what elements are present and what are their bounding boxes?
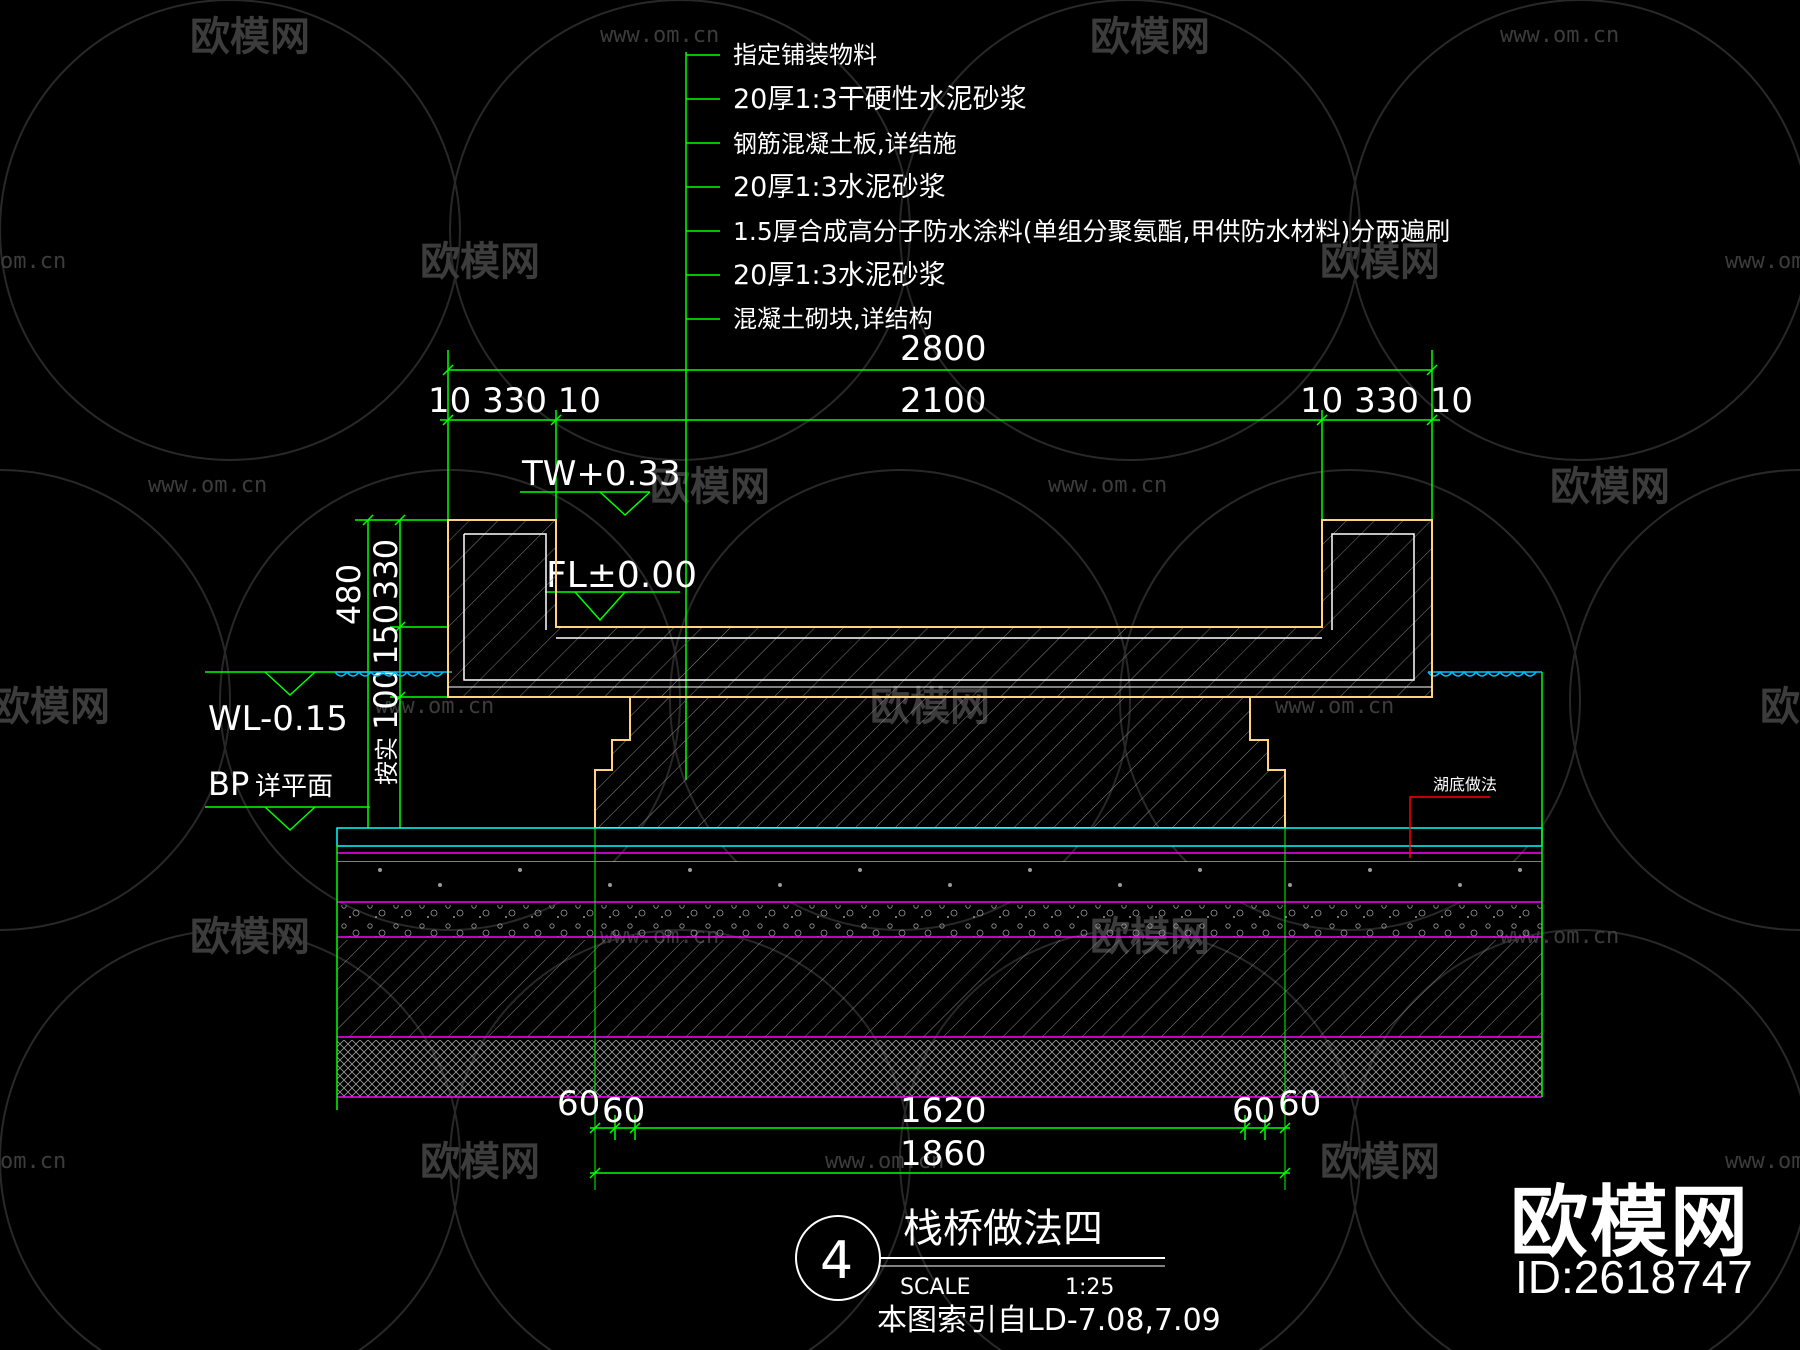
watermark-brand: 欧模网: [1320, 1139, 1440, 1185]
bridge-deck: [447, 519, 1433, 698]
detail-number: 4: [820, 1231, 853, 1291]
watermark-url: www.om.cn: [375, 694, 494, 719]
dimension-bottom-60d: 60: [1278, 1084, 1321, 1124]
dimension-height-total: 480: [330, 564, 368, 625]
watermark-brand: 欧模网: [420, 239, 540, 285]
scale-label: SCALE: [900, 1275, 971, 1300]
watermark-brand: 欧模网: [1550, 464, 1670, 510]
watermark-logo: 欧模网: [1510, 1178, 1751, 1268]
watermark-url: om.cn: [0, 1149, 66, 1174]
watermark-brand: 欧模网: [1760, 684, 1800, 730]
watermark-url: om.cn: [0, 249, 66, 274]
bridge-pier: [594, 696, 1286, 829]
watermark-brand: 欧模网: [190, 14, 310, 60]
level-bp-note: 详平面: [255, 772, 333, 802]
dimension-bottom-1860: 1860: [900, 1134, 987, 1174]
lake-bottom: [336, 672, 1543, 1190]
watermark-id: ID:2618747: [1515, 1251, 1753, 1303]
dimension-right-group: 10 330 10: [1300, 381, 1473, 421]
watermark-brand: 欧模网: [1320, 239, 1440, 285]
dimension-h150: 150: [367, 604, 405, 665]
watermark-url: www.om.cn: [825, 1149, 944, 1174]
material-layer-label: 指定铺装物料: [733, 41, 877, 69]
level-bp: BP: [208, 765, 249, 803]
dimension-overall: 2800: [900, 329, 987, 369]
lake-bottom-leader: 湖底做法: [1409, 775, 1497, 858]
reference-note: 本图索引自LD-7.08,7.09: [877, 1303, 1221, 1338]
material-layer-label: 20厚1:3水泥砂浆: [733, 260, 946, 291]
watermark-url: www.om.cn: [1500, 23, 1619, 48]
dimension-bottom-1620: 1620: [900, 1091, 987, 1131]
scale-value: 1:25: [1065, 1275, 1114, 1300]
detail-title: 栈桥做法四: [903, 1206, 1103, 1252]
level-fl: FL±0.00: [546, 555, 697, 596]
dimension-h100: 100: [367, 669, 405, 730]
watermark-url: www.om.cn: [1725, 1149, 1800, 1174]
lake-bottom-label: 湖底做法: [1433, 775, 1497, 794]
dimension-bottom-60b: 60: [602, 1091, 645, 1131]
dimension-h330: 330: [367, 539, 405, 600]
watermark-url: www.om.cn: [1275, 694, 1394, 719]
bottom-dimensions: [589, 1115, 1291, 1179]
dimension-middle: 2100: [900, 381, 987, 421]
material-layer-label: 1.5厚合成高分子防水涂料(单组分聚氨酯,甲供防水材料)分两遍刷: [733, 217, 1450, 246]
watermark-brand: 欧模网: [420, 1139, 540, 1185]
material-layer-list: 指定铺装物料 20厚1:3干硬性水泥砂浆 钢筋混凝土板,详结施 20厚1:3水泥…: [733, 41, 1450, 333]
watermark-brand: 欧模网: [1090, 14, 1210, 60]
material-layer-label: 20厚1:3干硬性水泥砂浆: [733, 84, 1027, 115]
water-line: [334, 670, 1542, 677]
watermark-url: www.om.cn: [148, 473, 267, 498]
dimension-bottom-60c: 60: [1232, 1091, 1275, 1131]
watermark-url: www.om.cn: [600, 23, 719, 48]
material-layer-label: 钢筋混凝土板,详结施: [733, 130, 957, 158]
dimension-left-group: 10 330 10: [428, 381, 601, 421]
top-dimensions: [440, 350, 1440, 520]
watermark-url: www.om.cn: [1725, 249, 1800, 274]
watermark-brand: 欧模网: [190, 914, 310, 960]
watermark-brand: 欧模网: [650, 464, 770, 510]
level-wl: WL-0.15: [208, 699, 348, 739]
dimension-bottom-60a: 60: [557, 1084, 600, 1124]
material-layer-label: 混凝土砌块,详结构: [733, 305, 933, 333]
title-block: 4 栈桥做法四 SCALE 1:25 本图索引自LD-7.08,7.09: [795, 1206, 1221, 1338]
level-tw: TW+0.33: [521, 454, 681, 494]
watermark-brand: 欧模网: [0, 684, 110, 730]
watermark-url: www.om.cn: [1048, 473, 1167, 498]
side-note: 按实: [373, 737, 401, 785]
material-layer-label: 20厚1:3水泥砂浆: [733, 172, 946, 203]
